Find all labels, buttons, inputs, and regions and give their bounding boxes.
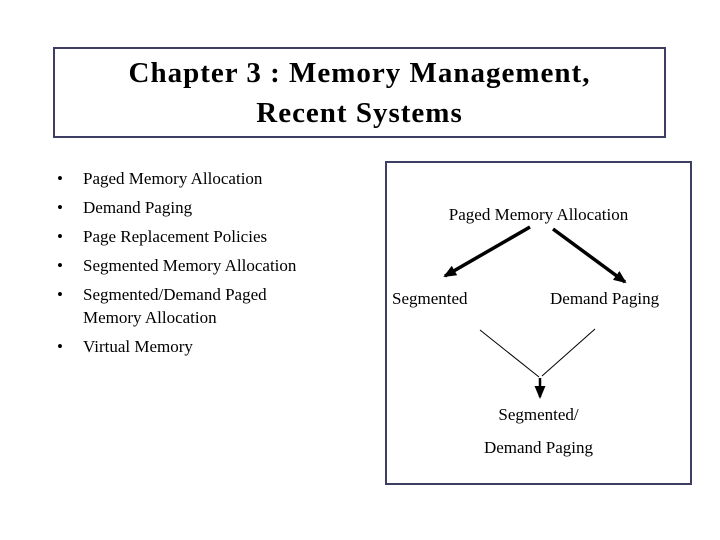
list-item-text: Page Replacement Policies [83,227,268,246]
diagram-node-merged-line2: Demand Paging [483,438,594,457]
bullet-icon: • [57,227,63,246]
list-item: • Page Replacement Policies [57,225,372,248]
title-box: Chapter 3 : Memory Management, Recent Sy… [53,47,666,138]
list-item-text-line2: Memory Allocation [83,308,217,327]
slide-title-line2: Recent Systems [256,96,463,129]
list-item-text-line1: Segmented/Demand Paged [83,285,267,304]
merge-line-left [479,329,540,378]
list-item-text: Paged Memory Allocation [83,169,263,188]
bullet-icon: • [57,256,63,275]
bullet-icon: • [57,337,63,356]
list-item-text: Segmented Memory Allocation [83,256,297,275]
diagram-node-merged-line1: Segmented/ [498,405,579,424]
list-item: • Segmented/Demand Paged Memory Allocati… [57,283,372,329]
list-item: • Segmented Memory Allocation [57,254,372,277]
bullet-icon: • [57,169,63,188]
arrow-root-to-demand-paging [551,227,627,284]
diagram-node-demand-paging: Demand Paging [550,289,660,308]
bullet-list: • Paged Memory Allocation • Demand Pagin… [57,167,372,364]
list-item: • Demand Paging [57,196,372,219]
list-item: • Paged Memory Allocation [57,167,372,190]
diagram-arrows [443,225,627,399]
list-item-text: Segmented/Demand Paged Memory Allocation [83,283,267,329]
merge-line-right [541,328,596,377]
list-item-text: Demand Paging [83,198,193,217]
list-item-text: Virtual Memory [83,337,193,356]
bullet-icon: • [57,198,63,217]
slide-title-line1: Chapter 3 : Memory Management, [128,56,591,89]
diagram-node-segmented: Segmented [392,289,468,308]
arrow-root-to-segmented [443,225,531,278]
diagram-node-paged-memory-allocation: Paged Memory Allocation [448,205,629,224]
diagram-box: Paged Memory Allocation Segmented Demand… [385,161,692,485]
list-item: • Virtual Memory [57,335,372,358]
bullet-icon: • [57,285,63,304]
